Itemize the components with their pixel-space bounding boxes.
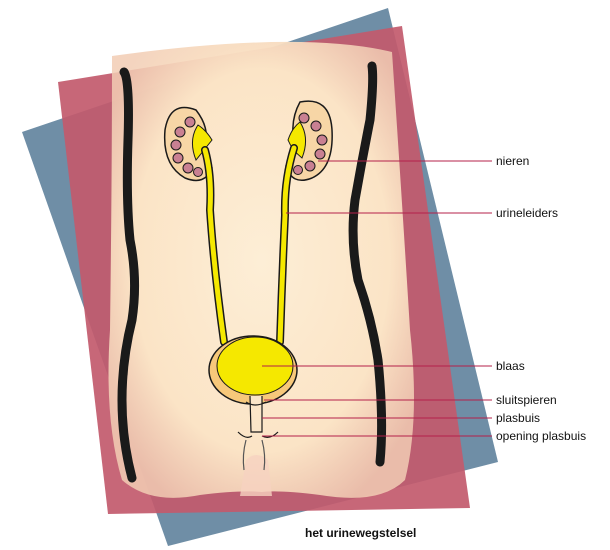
label-nieren: nieren <box>496 154 530 168</box>
body-outline-right <box>348 61 387 467</box>
label-plasbuis: plasbuis <box>496 411 541 425</box>
urethra-opening-right <box>261 431 279 438</box>
right-kidney <box>285 100 333 181</box>
left-kidney <box>163 106 213 182</box>
label-sluitspieren: sluitspieren <box>496 393 557 407</box>
body-outline-left <box>117 67 140 483</box>
leg-outline-right <box>261 439 266 471</box>
bladder <box>208 335 298 405</box>
diagram-caption: het urinewegstelsel <box>305 526 417 540</box>
leader-lines <box>262 160 492 437</box>
label-urineleiders: urineleiders <box>496 206 559 220</box>
urethra-opening-left <box>237 431 253 438</box>
label-blaas: blaas <box>496 359 525 373</box>
urethra <box>249 395 263 433</box>
right-ureter-fill <box>277 145 297 345</box>
urethra-sphincter-mark <box>245 401 267 406</box>
left-ureter-fill <box>202 147 227 345</box>
label-opening-plasbuis: opening plasbuis <box>496 429 587 443</box>
leg-outline-left <box>242 439 247 471</box>
